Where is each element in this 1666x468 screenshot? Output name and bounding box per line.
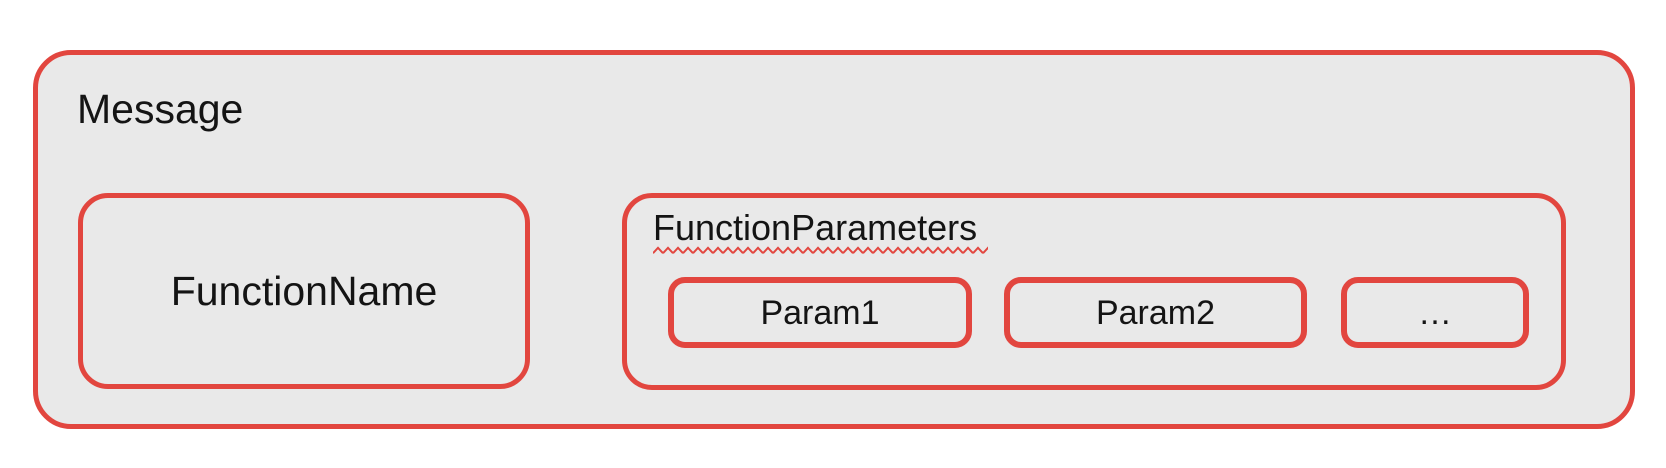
param1-label: Param1 — [760, 293, 880, 332]
function-parameters-text: FunctionParameters — [653, 207, 978, 248]
param-ellipsis-box: … — [1341, 277, 1529, 348]
function-parameters-box: FunctionParameters Param1 Param2 … — [622, 193, 1566, 390]
param-ellipsis-label: … — [1418, 293, 1452, 332]
param2-box: Param2 — [1004, 277, 1307, 348]
message-label: Message — [77, 86, 244, 132]
function-name-box: FunctionName — [78, 193, 530, 389]
function-name-label: FunctionName — [170, 267, 438, 314]
spellcheck-squiggle-underline — [653, 246, 988, 255]
param2-label: Param2 — [1095, 293, 1216, 332]
param1-box: Param1 — [668, 277, 972, 348]
function-parameters-label: FunctionParameters — [653, 210, 988, 255]
message-container: Message FunctionName FunctionParameters … — [33, 50, 1635, 429]
